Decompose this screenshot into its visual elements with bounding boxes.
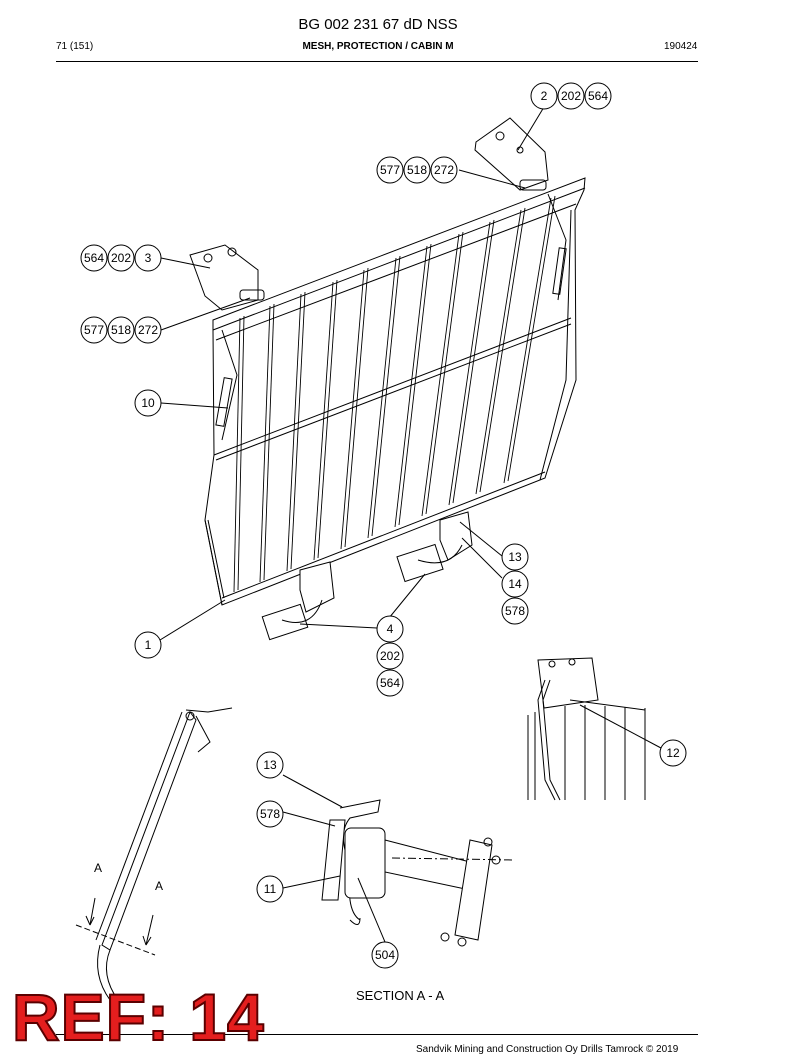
callout-label: 202 [380, 649, 400, 663]
page-title: MESH, PROTECTION / CABIN M [302, 41, 454, 52]
callout-577-left: 577 [80, 316, 108, 344]
mesh-assembly [189, 117, 586, 641]
callout-12: 12 [659, 739, 687, 767]
callout-label: 10 [141, 396, 155, 410]
footer-divider [56, 1034, 698, 1035]
callout-3: 3 [134, 244, 162, 272]
callout-564-top: 564 [584, 82, 612, 110]
callout-label: 578 [505, 604, 525, 618]
callout-label: 564 [84, 251, 104, 265]
callout-balloons: 2 202 564 577 518 272 564 202 3 577 518 … [80, 82, 687, 969]
callout-202-left: 202 [107, 244, 135, 272]
callout-label: 578 [260, 807, 280, 821]
callout-label: 202 [561, 89, 581, 103]
section-mark-a-upper: A [94, 861, 102, 875]
callout-label: 577 [84, 323, 104, 337]
callout-272-left: 272 [134, 316, 162, 344]
callout-11: 11 [256, 875, 284, 903]
ref-stamp: REF: 14 [11, 980, 265, 1054]
callout-label: 577 [380, 163, 400, 177]
callout-564-bottom: 564 [376, 669, 404, 697]
callout-label: 564 [380, 676, 400, 690]
callout-4: 4 [376, 615, 404, 643]
callout-202-bottom: 202 [376, 642, 404, 670]
callout-label: 13 [508, 550, 522, 564]
callout-label: 2 [541, 89, 548, 103]
section-mark-a-lower: A [155, 879, 163, 893]
callout-202-top: 202 [557, 82, 585, 110]
mesh-bars [233, 195, 556, 593]
callout-1: 1 [134, 631, 162, 659]
callout-label: 518 [407, 163, 427, 177]
callout-577-top: 577 [376, 156, 404, 184]
callout-label: 504 [375, 948, 395, 962]
callout-518-left: 518 [107, 316, 135, 344]
detail-view-hinge [527, 657, 646, 801]
callout-label: 12 [666, 746, 680, 760]
document-date: 190424 [664, 41, 698, 52]
footer-copyright: Sandvik Mining and Construction Oy Drill… [416, 1044, 679, 1055]
callout-label: 11 [264, 882, 277, 896]
callout-label: 564 [588, 89, 608, 103]
section-label: SECTION A - A [356, 988, 445, 1003]
header-divider [56, 61, 698, 62]
callout-10: 10 [134, 389, 162, 417]
callout-578-main: 578 [501, 597, 529, 625]
callout-label: 272 [434, 163, 454, 177]
callout-label: 14 [508, 577, 522, 591]
callout-label: 518 [111, 323, 131, 337]
callout-504: 504 [371, 941, 399, 969]
callout-label: 272 [138, 323, 158, 337]
callout-14: 14 [501, 570, 529, 598]
detail-view-section [321, 799, 516, 947]
callout-564-left: 564 [80, 244, 108, 272]
callout-label: 4 [387, 622, 394, 636]
callout-label: 202 [111, 251, 131, 265]
callout-label: 1 [145, 638, 152, 652]
detail-view-side [75, 707, 233, 1001]
page-number: 71 (151) [56, 41, 94, 52]
callout-272-top: 272 [430, 156, 458, 184]
callout-2: 2 [530, 82, 558, 110]
callout-label: 3 [145, 251, 152, 265]
leader-lines [159, 106, 662, 943]
callout-578-section: 578 [256, 800, 284, 828]
document-number: BG 002 231 67 dD NSS [298, 16, 458, 33]
callout-label: 13 [263, 758, 277, 772]
callout-13-main: 13 [501, 543, 529, 571]
callout-13-section: 13 [256, 751, 284, 779]
callout-518-top: 518 [403, 156, 431, 184]
